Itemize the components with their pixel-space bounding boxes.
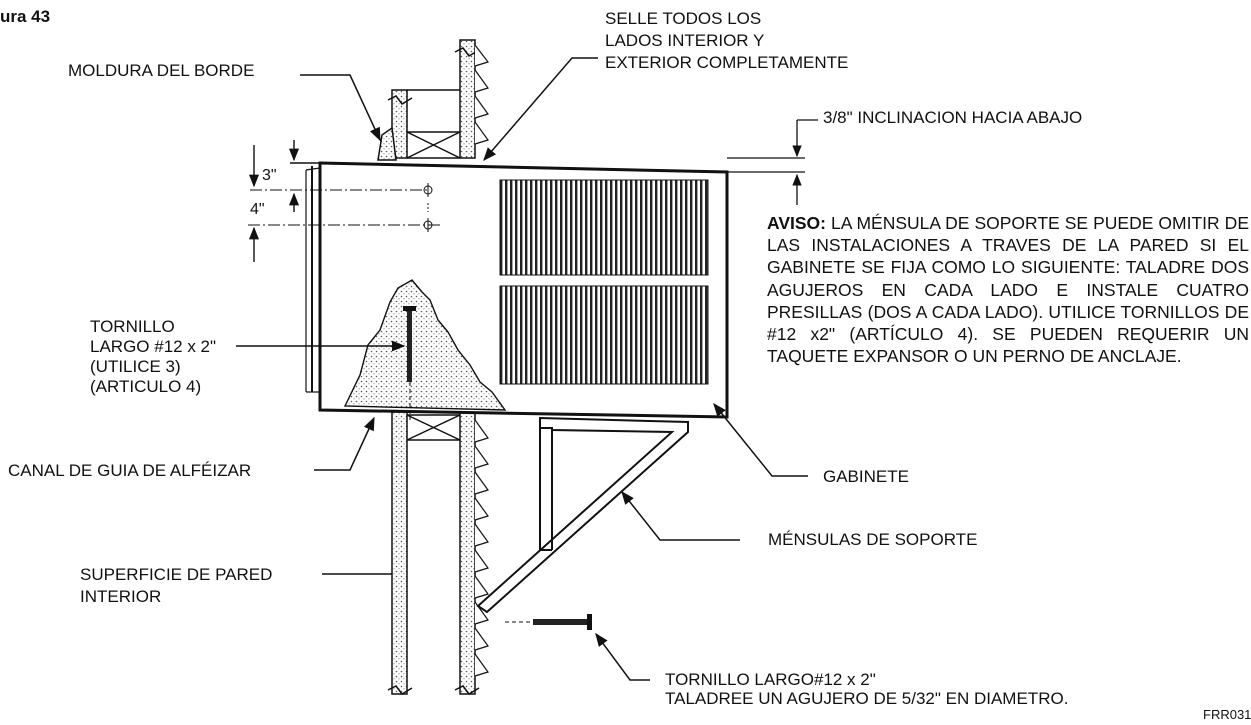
brackets-label: MÉNSULAS DE SOPORTE (768, 530, 978, 549)
screw-left-line-1: TORNILLO (90, 317, 175, 336)
upper-louver (499, 179, 709, 276)
seal-label-line-2: LADOS INTERIOR Y (605, 31, 765, 50)
bottom-screw (505, 614, 592, 630)
screw-left-line-2: LARGO #12 x 2" (90, 337, 217, 356)
cabinet-label: GABINETE (823, 467, 909, 486)
dimension-4-label: 4" (250, 201, 265, 218)
hole-markers (248, 183, 440, 232)
edge-trim (377, 126, 397, 161)
support-bracket (476, 416, 689, 614)
figure-code: FRR031 (1203, 707, 1251, 722)
screw-left-line-4: (ARTICULO 4) (90, 377, 202, 396)
notice-block: AVISO: LA MÉNSULA DE SOPORTE SE PUEDE OM… (767, 212, 1249, 367)
leader-lines (236, 57, 808, 681)
seal-label-line-3: EXTERIOR COMPLETAMENTE (605, 53, 849, 72)
lower-louver (499, 285, 709, 385)
screw-left-line-3: (UTILICE 3) (90, 357, 181, 376)
dimension-3-label: 3" (262, 167, 277, 184)
wall-surface-line-2: INTERIOR (80, 587, 162, 606)
screw-bottom-line-2: TALADREE UN AGUJERO DE 5/32" EN DIAMETRO… (665, 689, 1069, 708)
slope-indicator (727, 119, 818, 205)
wall-surface-line-1: SUPERFICIE DE PARED (80, 565, 273, 584)
sill-channel-label: CANAL DE GUIA DE ALFÉIZAR (8, 461, 252, 480)
screw-bottom-line-1: TORNILLO LARGO#12 x 2" (665, 670, 876, 689)
figure-label: ura 43 (0, 7, 51, 26)
notice-text: LA MÉNSULA DE SOPORTE SE PUEDE OMITIR DE… (767, 213, 1249, 367)
dimension-arrows (248, 140, 320, 262)
exterior-siding (474, 44, 490, 677)
tilt-label: 3/8" INCLINACION HACIA ABAJO (823, 108, 1083, 127)
cutaway-screw (403, 306, 416, 420)
trim-label: MOLDURA DEL BORDE (68, 61, 255, 80)
cutaway (343, 279, 507, 411)
notice-heading: AVISO: (767, 213, 826, 233)
seal-label-line-1: SELLE TODOS LOS (605, 9, 762, 28)
